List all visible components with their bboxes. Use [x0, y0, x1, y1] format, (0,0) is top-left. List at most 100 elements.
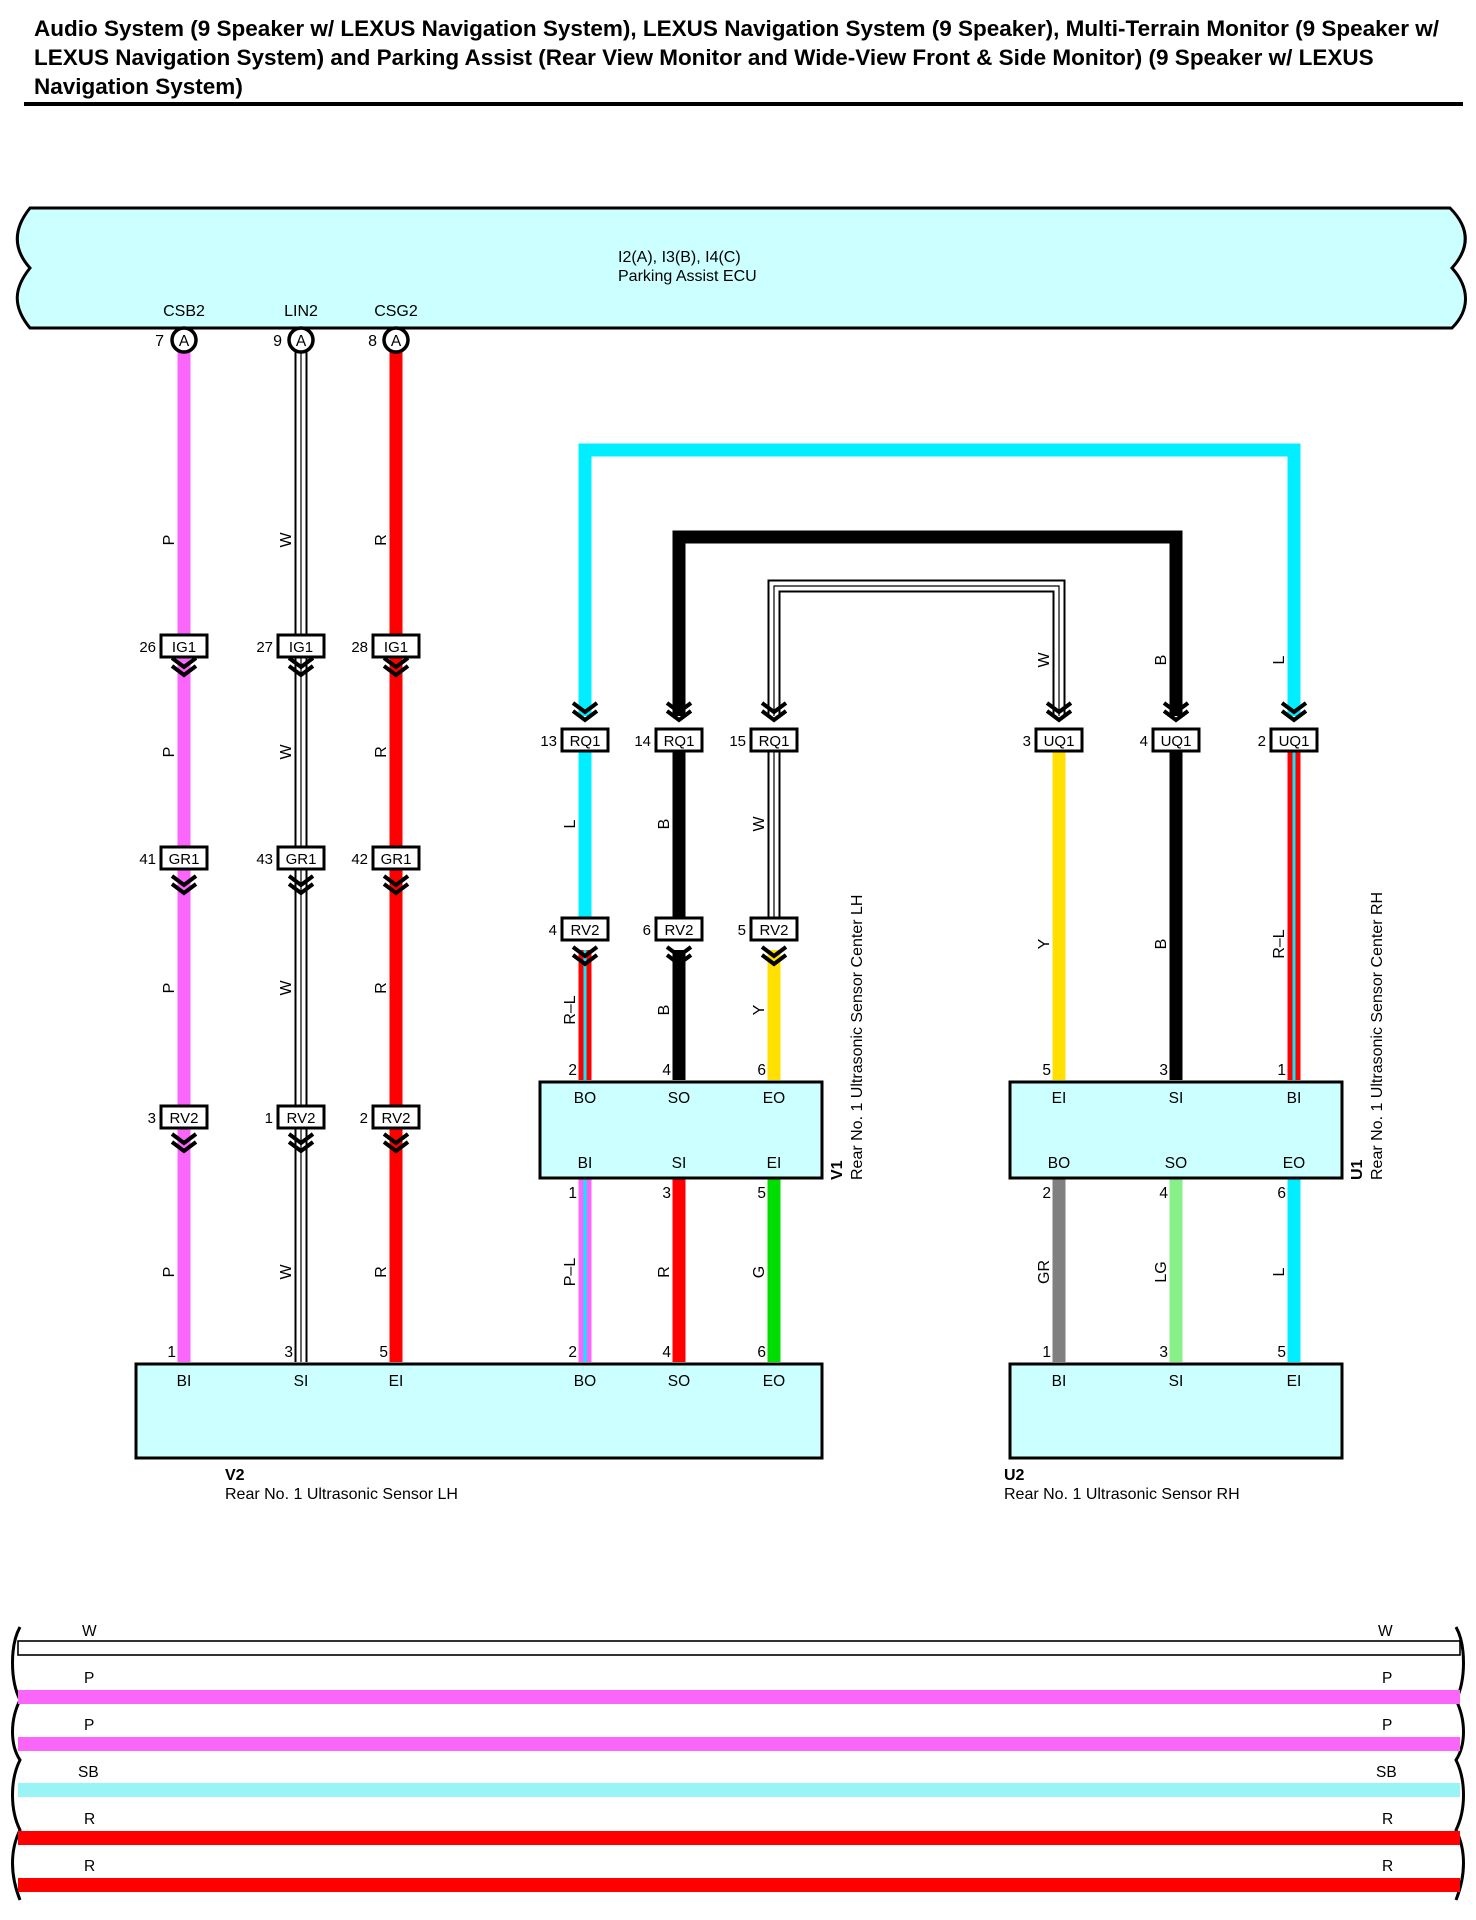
pin-num: 6: [757, 1062, 766, 1079]
pin-num: 6: [1277, 1185, 1286, 1202]
ecu-pin-tag: A: [296, 333, 307, 350]
pin-num: 3: [662, 1185, 671, 1202]
pin-label: BO: [574, 1373, 596, 1390]
connector-name: RV2: [382, 1110, 411, 1127]
pin-label: SI: [1169, 1373, 1184, 1390]
pin-num: 1: [568, 1185, 577, 1202]
pin-num: 1: [1042, 1344, 1051, 1361]
pin-label: EI: [1287, 1373, 1302, 1390]
wire-label: P: [161, 983, 178, 994]
wire-label: R: [373, 1266, 390, 1278]
connector-name: RV2: [287, 1110, 316, 1127]
connector-name: RQ1: [570, 733, 601, 750]
connector-name: RV2: [665, 922, 694, 939]
connector-name: IG1: [289, 639, 313, 656]
connector-name: RQ1: [759, 733, 790, 750]
ecu-pin-num: 7: [155, 333, 164, 350]
connector-rq1: RQ1 RQ1 RQ1 13 14 15: [540, 701, 799, 753]
wire-label: R: [656, 1266, 673, 1278]
connector-pin-num: 3: [148, 1110, 156, 1127]
wire-label: B: [1153, 939, 1170, 950]
connector-name: RV2: [571, 922, 600, 939]
connector-gr1: GR1 GR1 GR1 41 43 42: [139, 845, 421, 895]
connector-pin-num: 3: [1023, 733, 1031, 750]
pin-label: EO: [1283, 1155, 1305, 1172]
connector-name: RV2: [170, 1110, 199, 1127]
pin-label: EO: [763, 1373, 785, 1390]
connector-pin-num: 1: [265, 1110, 273, 1127]
pin-label: SI: [294, 1373, 309, 1390]
connector-name: RQ1: [664, 733, 695, 750]
ecu-pin-tag: A: [391, 333, 402, 350]
wire-label: L: [1271, 655, 1288, 664]
connector-pin-num: 26: [139, 639, 156, 656]
pin-num: 1: [167, 1344, 176, 1361]
loop-wire-B: [672, 530, 1183, 716]
pin-num: 3: [1159, 1344, 1168, 1361]
wire-label: W: [278, 1264, 295, 1280]
legend-label: R: [84, 1811, 95, 1828]
legend-label: P: [1382, 1670, 1392, 1687]
ecu-pin-signal: CSB2: [163, 303, 205, 320]
connector-pin-num: 2: [360, 1110, 368, 1127]
wire-label: R–L: [1271, 929, 1288, 958]
pin-num: 2: [568, 1344, 577, 1361]
legend-label: P: [84, 1670, 94, 1687]
component-name: Rear No. 1 Ultrasonic Sensor Center LH: [849, 895, 866, 1180]
connector-pin-num: 28: [351, 639, 368, 656]
component-u2: BI SI EI 1 3 5 U2 Rear No. 1 Ultrasonic …: [1004, 1344, 1344, 1503]
pin-label: SO: [668, 1090, 690, 1107]
component-name: Rear No. 1 Ultrasonic Sensor RH: [1004, 1486, 1240, 1503]
wire-label: P: [161, 1267, 178, 1278]
wire-label: GR: [1036, 1260, 1053, 1284]
wire-label: L: [562, 819, 579, 828]
pin-label: SO: [1165, 1155, 1187, 1172]
legend-label: P: [1382, 1717, 1392, 1734]
legend-label: R: [84, 1858, 95, 1875]
legend-label: P: [84, 1717, 94, 1734]
connector-pin-num: 14: [634, 733, 651, 750]
ecu-pin-num: 8: [368, 333, 377, 350]
connector-name: GR1: [169, 851, 200, 868]
component-name: Rear No. 1 Ultrasonic Sensor LH: [225, 1486, 458, 1503]
wire-label: LG: [1153, 1261, 1170, 1282]
wire-label: Y: [1036, 938, 1053, 949]
connector-rv2-left: RV2 RV2 RV2 3 1 2: [148, 1104, 421, 1153]
pin-num: 5: [1277, 1344, 1286, 1361]
legend-label: SB: [78, 1764, 99, 1781]
pin-num: 3: [284, 1344, 293, 1361]
wire-label: W: [1036, 652, 1053, 668]
legend-label: R: [1382, 1811, 1393, 1828]
component-u1: EI SI BI BO SO EO 5 3 1 2 4 6 U1 Rear No…: [1008, 892, 1386, 1202]
legend-label: W: [82, 1623, 97, 1640]
pin-label: EI: [1052, 1090, 1067, 1107]
component-code: V1: [829, 1160, 846, 1180]
connector-name: UQ1: [1279, 733, 1310, 750]
pin-label: SI: [672, 1155, 687, 1172]
pin-label: BI: [578, 1155, 593, 1172]
connector-pin-num: 43: [256, 851, 273, 868]
wire-label: W: [278, 744, 295, 760]
connector-name: UQ1: [1044, 733, 1075, 750]
wire-label: Y: [751, 1004, 768, 1015]
pin-num: 3: [1159, 1062, 1168, 1079]
connector-pin-num: 4: [1140, 733, 1148, 750]
pin-label: BI: [1052, 1373, 1067, 1390]
pin-num: 4: [662, 1062, 671, 1079]
pin-num: 5: [1042, 1062, 1051, 1079]
pin-num: 5: [757, 1185, 766, 1202]
page-title: Audio System (9 Speaker w/ LEXUS Navigat…: [34, 16, 1439, 99]
pin-num: 2: [568, 1062, 577, 1079]
legend-label: SB: [1376, 1764, 1397, 1781]
pin-num: 4: [1159, 1185, 1168, 1202]
legend-row-p2: P P: [18, 1717, 1460, 1751]
connector-name: IG1: [384, 639, 408, 656]
wire-label: W: [278, 532, 295, 548]
pin-label: BO: [1048, 1155, 1070, 1172]
connector-pin-num: 5: [738, 922, 746, 939]
connector-uq1: UQ1 UQ1 UQ1 3 4 2: [1023, 701, 1319, 753]
wire-label: P–L: [562, 1258, 579, 1287]
legend-label: R: [1382, 1858, 1393, 1875]
wire-label: L: [1271, 1267, 1288, 1276]
